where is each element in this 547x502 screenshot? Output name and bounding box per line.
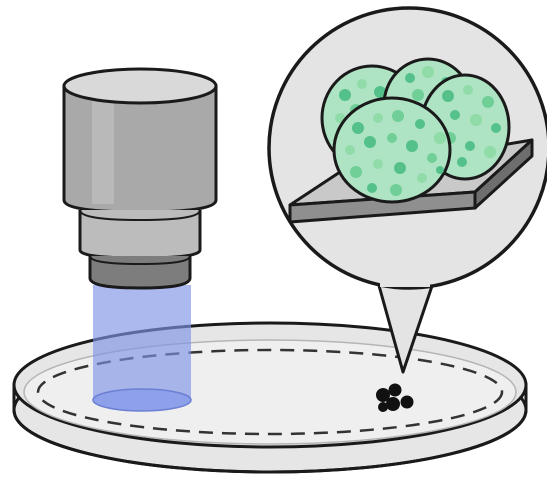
- light-beam-icon: [93, 285, 191, 411]
- petri-dish-icon: [14, 323, 526, 472]
- spheroid-dot: [401, 396, 414, 409]
- objective-barrel: [64, 86, 216, 212]
- magnified-inset-icon: [269, 8, 547, 372]
- spheroid-cell-front: [334, 98, 450, 202]
- spheroid-dot: [386, 397, 400, 411]
- spheroid-dot: [378, 402, 388, 412]
- microscope-objective-icon: [64, 69, 216, 288]
- spheroid-dot: [389, 384, 402, 397]
- objective-lens-tip: [90, 256, 190, 288]
- objective-cap: [64, 69, 216, 103]
- beam-spot: [93, 389, 191, 411]
- beam-column: [93, 285, 191, 402]
- barrel-highlight: [92, 96, 114, 204]
